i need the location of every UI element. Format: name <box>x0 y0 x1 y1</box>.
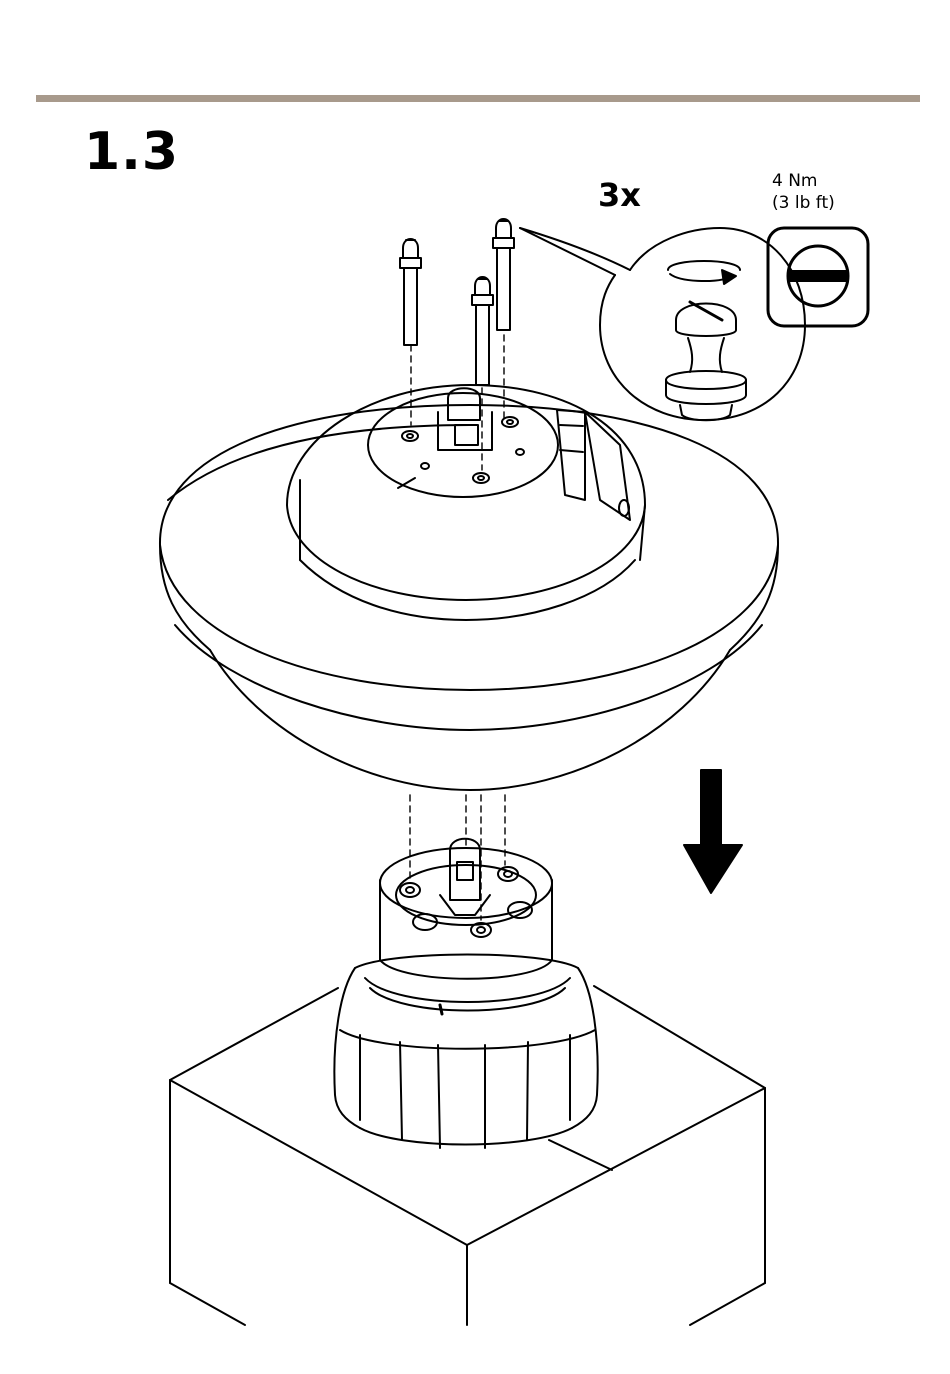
screw <box>400 239 421 345</box>
detail-callout <box>520 228 805 420</box>
dome-camera <box>160 385 778 790</box>
flat-screwdriver-icon <box>768 228 868 326</box>
screw <box>493 219 514 330</box>
arrow-down-icon <box>684 770 742 893</box>
mount-adapter <box>334 839 597 1148</box>
alignment-guides <box>410 335 505 920</box>
screw <box>472 277 493 385</box>
mounting-box <box>170 986 765 1325</box>
